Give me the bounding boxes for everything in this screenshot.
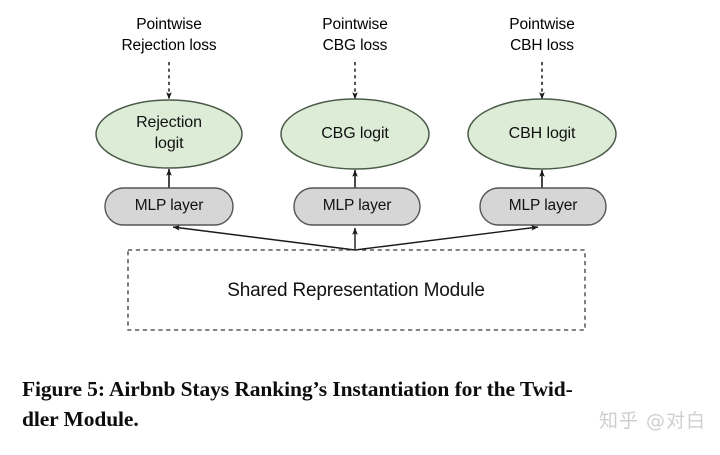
node-label-mlp-layer-rejection: MLP layer (134, 197, 204, 214)
node-label-mlp-layer-cbh: MLP layer (508, 197, 578, 214)
label-pointwise-cbh-loss: Pointwise CBH loss (442, 14, 642, 56)
node-label-line-1: CBH logit (508, 125, 576, 142)
arrow-shared-to-mlp1 (172, 225, 356, 251)
node-rejection-logit (95, 99, 243, 169)
node-label-line-1: CBG logit (321, 125, 389, 142)
node-label-rejection-logit: Rejection logit (69, 112, 269, 154)
label-line-1: Pointwise (322, 16, 388, 33)
zhihu-watermark: 知乎 @对白 (598, 410, 706, 432)
label-line-1: Pointwise (136, 16, 202, 33)
node-label-shared-representation-module: Shared Representation Module (227, 280, 485, 301)
diagram-vector-layer (95, 62, 617, 331)
label-line-1: Pointwise (509, 16, 575, 33)
node-mlp-layer-cbh (479, 187, 607, 226)
node-mlp-layer-rejection (104, 187, 234, 226)
node-cbg-logit (280, 98, 430, 170)
node-label-cbg-logit: CBG logit (255, 123, 455, 144)
node-label-line-1: Rejection (136, 114, 202, 131)
arrow-shared-to-mlp3 (354, 225, 539, 251)
node-shared-representation-module (127, 249, 586, 331)
figure-diagram: Pointwise Rejection loss Pointwise CBG l… (69, 14, 642, 331)
figure-caption-line-1: Figure 5: Airbnb Stays Ranking’s Instant… (22, 377, 573, 401)
figure-caption: Figure 5: Airbnb Stays Ranking’s Instant… (22, 374, 698, 434)
label-pointwise-rejection-loss: Pointwise Rejection loss (69, 14, 269, 56)
figure-caption-line-2: dler Module. (22, 407, 139, 431)
node-label-line-2: logit (154, 135, 184, 152)
node-cbh-logit (467, 98, 617, 170)
node-label-mlp-layer-cbg: MLP layer (322, 197, 392, 214)
label-line-2: CBH loss (510, 37, 574, 54)
label-line-2: CBG loss (322, 37, 388, 54)
node-label-cbh-logit: CBH logit (442, 123, 642, 144)
node-mlp-layer-cbg (293, 187, 421, 226)
label-pointwise-cbg-loss: Pointwise CBG loss (255, 14, 455, 56)
label-line-2: Rejection loss (121, 37, 217, 54)
